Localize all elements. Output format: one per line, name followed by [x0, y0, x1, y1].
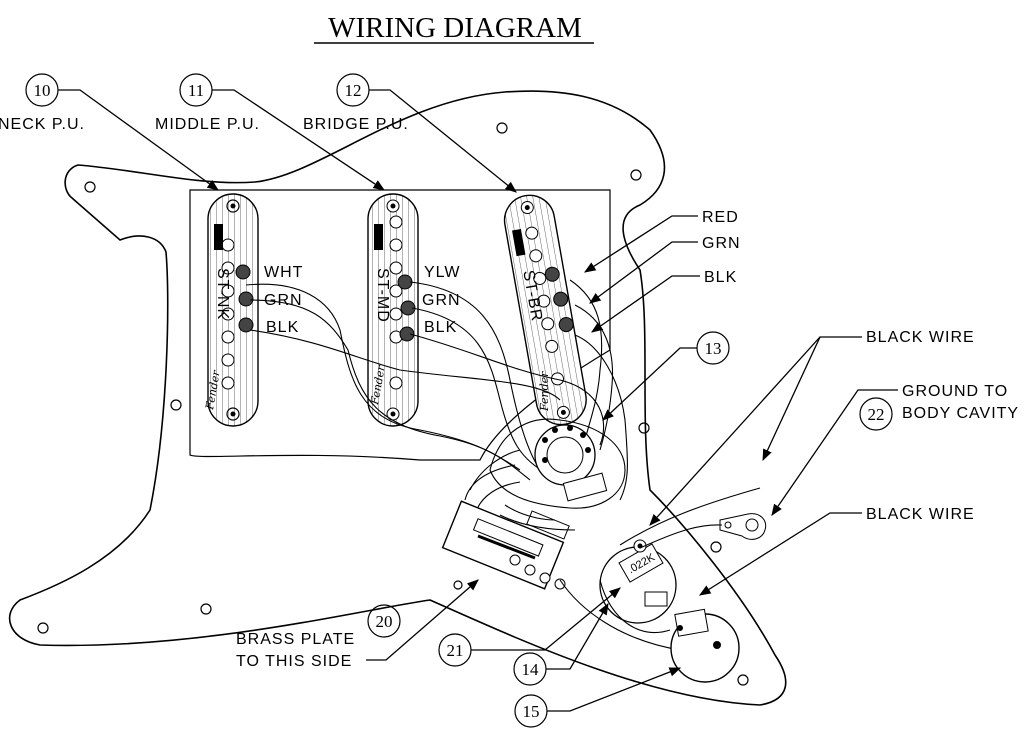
selector-switch — [441, 449, 576, 590]
pickguard-outline — [8, 90, 787, 706]
middle-pickup-label: MIDDLE P.U. — [155, 116, 260, 133]
screw-hole — [37, 622, 49, 634]
leader-red — [584, 215, 698, 273]
capacitor — [618, 543, 664, 583]
screw-hole — [84, 181, 96, 193]
note-black-wire-1: BLACK WIRE — [866, 329, 975, 346]
screw-hole — [638, 422, 650, 434]
screw-hole — [710, 541, 722, 553]
leader-black-wire-1b — [762, 336, 821, 462]
callout-14: 14 — [513, 602, 609, 686]
note-black-wire-2: BLACK WIRE — [866, 506, 975, 523]
screw-hole — [737, 674, 749, 686]
leader-black-wire-2 — [699, 512, 862, 596]
callout-11: 11 — [179, 73, 385, 191]
pot-14: .022K — [559, 487, 761, 651]
leader-ground — [771, 389, 898, 516]
neck-model-label: ST-NK — [214, 268, 231, 320]
neck-pickup-label: NECK P.U. — [0, 116, 85, 133]
middle-wire-ylw: YLW — [424, 264, 460, 281]
callout-22: 22 — [859, 397, 893, 431]
svg-text:12: 12 — [345, 81, 362, 100]
note-ground-line1: GROUND TO — [902, 383, 1008, 400]
middle-model-label: ST-MD — [374, 268, 391, 323]
callout-12: 12 — [336, 73, 517, 193]
pot-15 — [670, 608, 740, 683]
svg-text:22: 22 — [868, 405, 885, 424]
pickup-wires — [245, 279, 628, 501]
svg-text:14: 14 — [522, 660, 540, 679]
svg-text:21: 21 — [447, 641, 464, 660]
bridge-pickup: ST-BR Fender — [503, 194, 587, 426]
screw-hole — [496, 122, 508, 134]
screw-hole — [170, 399, 182, 411]
leader-grn — [589, 241, 698, 304]
middle-wire-grn: GRN — [422, 292, 461, 309]
middle-pickup: ST-MD Fender — [367, 193, 419, 427]
neck-pickup: ST-NK Fender — [203, 193, 259, 427]
screw-hole — [200, 603, 212, 615]
callout-10: 10 — [25, 73, 219, 191]
callout-21: 21 — [438, 587, 621, 667]
note-brass-line2: TO THIS SIDE — [236, 653, 352, 670]
screw-hole — [453, 580, 463, 590]
svg-text:11: 11 — [188, 81, 204, 100]
bridge-wire-grn: GRN — [702, 235, 741, 252]
bridge-pickup-label: BRIDGE P.U. — [303, 116, 409, 133]
pot-13 — [489, 418, 626, 509]
svg-text:15: 15 — [523, 702, 540, 721]
callout-13: 13 — [602, 331, 730, 421]
neck-wire-blk: BLK — [266, 319, 299, 336]
note-brass-line1: BRASS PLATE — [236, 631, 355, 648]
leader-brass — [366, 579, 479, 661]
bridge-wire-red: RED — [702, 209, 739, 226]
bridge-wire-blk: BLK — [704, 269, 737, 286]
diagram-title: WIRING DIAGRAM — [328, 12, 582, 44]
svg-text:10: 10 — [34, 81, 51, 100]
middle-wire-blk: BLK — [424, 319, 457, 336]
ground-lug — [639, 513, 767, 549]
callout-20: 20 — [367, 604, 401, 638]
screw-hole — [630, 169, 642, 181]
svg-text:20: 20 — [376, 612, 393, 631]
callout-15: 15 — [514, 667, 682, 728]
svg-text:13: 13 — [705, 339, 722, 358]
leader-blk — [591, 275, 700, 333]
neck-wire-wht: WHT — [264, 264, 303, 281]
note-ground-line2: BODY CAVITY — [902, 405, 1019, 422]
